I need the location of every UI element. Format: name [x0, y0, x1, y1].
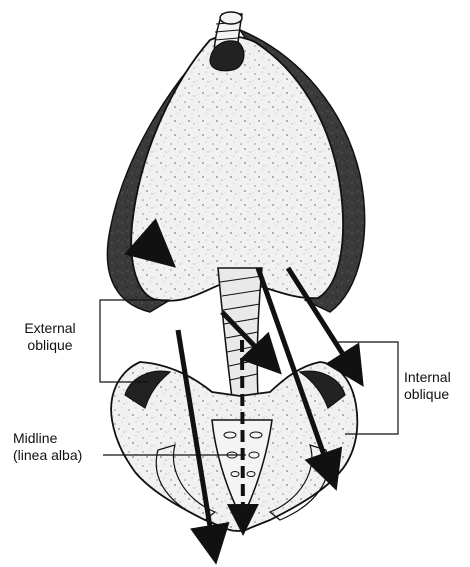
- midline-label: Midline (linea alba): [13, 430, 82, 464]
- internal-oblique-label-line1: Internal: [404, 369, 451, 386]
- internal-oblique-label: Internal oblique: [404, 369, 451, 403]
- external-oblique-label-line2: oblique: [15, 337, 85, 354]
- midline-label-line2: (linea alba): [13, 447, 82, 464]
- internal-oblique-label-line2: oblique: [404, 386, 451, 403]
- external-oblique-label-line1: External: [15, 320, 85, 337]
- rib-cage: [131, 36, 343, 301]
- external-oblique-label: External oblique: [15, 320, 85, 354]
- midline-label-line1: Midline: [13, 430, 82, 447]
